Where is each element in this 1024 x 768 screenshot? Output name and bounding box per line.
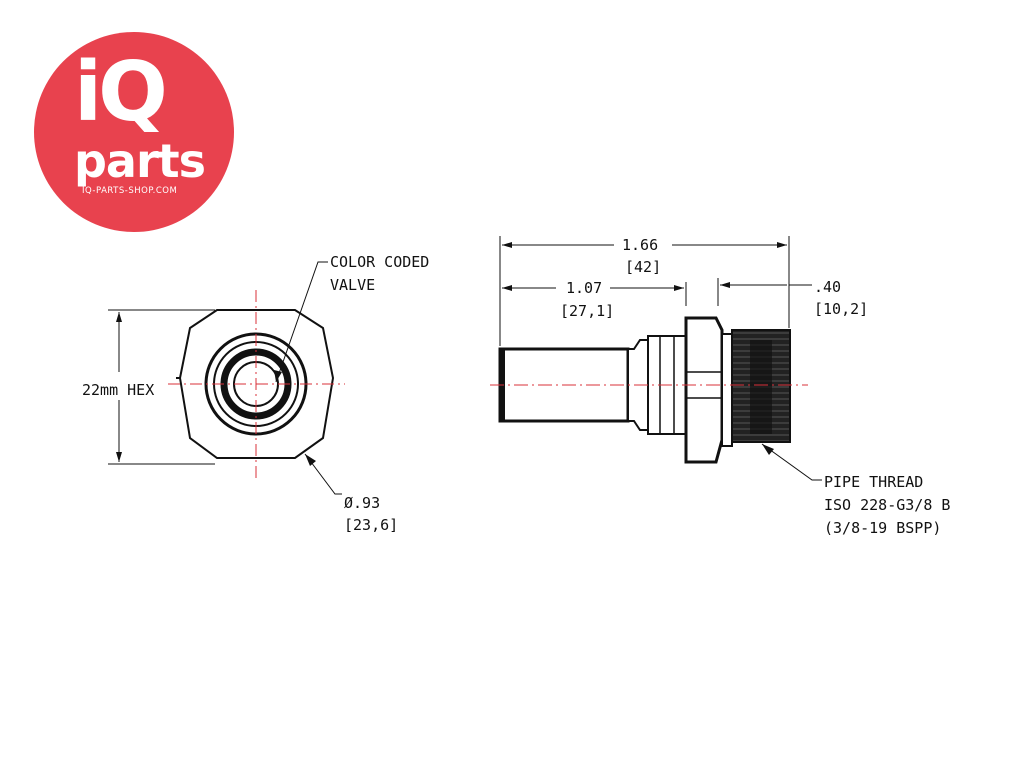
thread-callout-line1: PIPE THREAD bbox=[824, 473, 923, 491]
logo-parts-text: parts bbox=[74, 134, 206, 188]
overall-inch: 1.66 bbox=[622, 236, 658, 254]
thread-callout-line3: (3/8-19 BSPP) bbox=[824, 519, 941, 537]
thread-len-mm: [10,2] bbox=[814, 300, 868, 318]
valve-callout-line1: COLOR CODED bbox=[330, 253, 429, 271]
valve-leader bbox=[275, 261, 328, 383]
logo-iq-text: iQ bbox=[74, 45, 168, 140]
hex-flange bbox=[684, 316, 724, 464]
stem-body bbox=[647, 335, 687, 435]
diameter-inch: Ø.93 bbox=[344, 494, 380, 512]
side-view: 1.66 [42] 1.07 [27,1] .40 [10,2] PIPE TH… bbox=[490, 236, 950, 537]
thread-callout-line2: ISO 228-G3/8 B bbox=[824, 496, 950, 514]
valve-callout-line2: VALVE bbox=[330, 276, 375, 294]
brand-logo: iQ parts IQ-PARTS-SHOP.COM bbox=[34, 32, 234, 232]
thread-len-inch: .40 bbox=[814, 278, 841, 296]
diameter-leader bbox=[304, 453, 342, 495]
hex-label: 22mm HEX bbox=[82, 381, 154, 399]
body-mm: [27,1] bbox=[560, 302, 614, 320]
diameter-mm: [23,6] bbox=[344, 516, 398, 534]
overall-mm: [42] bbox=[625, 258, 661, 276]
body-inch: 1.07 bbox=[566, 279, 602, 297]
thread-leader bbox=[761, 443, 822, 481]
logo-url-text: IQ-PARTS-SHOP.COM bbox=[82, 186, 178, 196]
front-view: 22mm HEX COLOR CODED VALVE Ø.93 [23,6] bbox=[82, 253, 429, 534]
